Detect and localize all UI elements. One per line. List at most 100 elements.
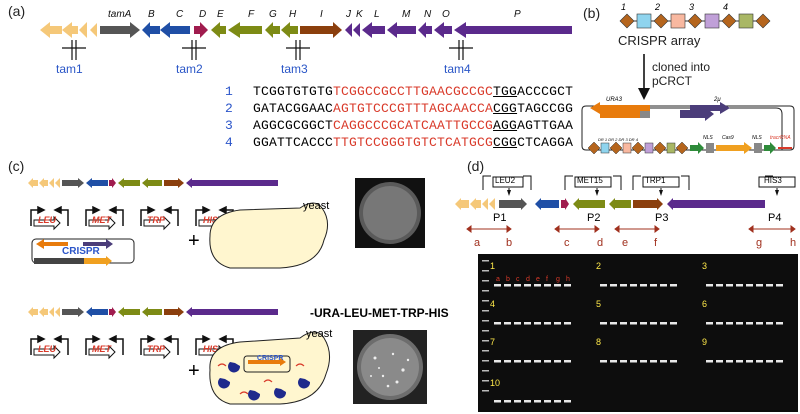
gel-band [706,360,713,363]
gel-block [494,284,571,287]
gel-band [756,322,763,325]
gene-yellow-2 [62,22,78,38]
dr-labels: DR 1 DR 2 DR 3 DR 4 [598,137,638,142]
marker-leu-bottom: LEU [38,344,56,354]
nls-label-1: NLS [703,135,713,141]
tracr-label: tracrRNA [770,135,791,141]
panel-d-map [455,175,796,210]
gel-lane-letter-b: b [506,276,510,283]
petri-dish-top [355,178,425,248]
gene-P [454,22,572,38]
plasmid-pcrct [581,102,795,155]
gene-K [353,23,360,37]
gel-band [504,322,511,325]
gel-band [746,322,753,325]
gel-band [600,284,607,287]
gel-band [620,284,627,287]
gel-block [600,360,677,363]
gel-band [544,400,551,403]
crispr-plasmid-top [31,238,135,266]
marker-met-top: MET [92,215,111,225]
gel-band [650,284,657,287]
gel-band [650,322,657,325]
gel-ladder [482,260,489,392]
gel-band [670,284,677,287]
gel-band [620,322,627,325]
marker-trp1: TRP1 [645,176,666,185]
tam-label-3: tam3 [281,62,308,76]
gene-yellow-4 [90,23,97,37]
cas9-label: Cas9 [722,135,734,141]
gene-label-D: D [199,9,207,20]
primer-letter-f: f [654,237,658,249]
primer-p2: P2 [587,212,601,224]
marker-trp-top: TRP [147,215,165,225]
tam-label-1: tam1 [56,62,83,76]
gel-block [706,322,783,325]
marker-leu-top: LEU [38,215,56,225]
gene-label-J: J [346,9,351,20]
array-number-4: 4 [723,2,729,12]
gel-band [766,360,773,363]
gel-number-3: 3 [702,261,707,271]
gel-band [706,322,713,325]
gel-lane-letter-a: a [496,276,500,283]
gel-band [706,284,713,287]
gel-lane-letter-h: h [566,276,570,283]
array-number-3: 3 [689,2,695,12]
selection-label: -URA-LEU-MET-TRP-HIS [310,306,449,320]
yeast-cell-top [209,202,328,269]
nls-label-2: NLS [752,135,762,141]
marker-his3: HIS3 [764,176,782,185]
gel-band [504,400,511,403]
gel-block [600,322,677,325]
gene-cluster-c-bottom [28,307,278,317]
gel-band [726,360,733,363]
primer-letter-b: b [506,237,513,249]
gel-block [706,360,783,363]
panel-label-c: (c) [8,158,25,174]
gel-band [544,284,551,287]
two-mu-label: 2μ [714,97,721,103]
primer-p3: P3 [655,212,669,224]
gel-band [544,360,551,363]
gel-band [716,322,723,325]
gel-band [620,360,627,363]
primer-letter-h: h [790,237,797,249]
marker-met-bottom: MET [92,344,111,354]
gel-band [756,360,763,363]
gene-M [387,22,416,38]
gel-band [494,284,501,287]
gel-band [746,284,753,287]
primer-p4: P4 [768,212,782,224]
gel-lane-letter-e: e [536,276,540,283]
primer-letter-a: a [474,237,481,249]
gel-band [554,360,561,363]
panel-label-b: (b) [583,5,601,21]
gel-band [776,284,783,287]
gel-band [716,284,723,287]
gel-band [524,322,531,325]
gel-band [736,284,743,287]
gel-band [736,322,743,325]
gel-band [766,284,773,287]
gel-band [736,360,743,363]
gel-band [630,284,637,287]
gel-band [554,284,561,287]
gel-band [554,322,561,325]
gel-band [650,360,657,363]
gene-label-N: N [424,9,432,20]
gene-label-B: B [148,9,155,20]
gene-label-K: K [356,9,363,20]
plus-sign-bottom: + [188,360,200,382]
gel-image: 1 2 3 4 5 6 7 8 9 10 a b c d e f g h [478,254,798,412]
gel-lane-letter-c: c [516,276,520,283]
gel-band [524,400,531,403]
marker-leu2: LEU2 [495,176,516,185]
gel-band [660,360,667,363]
primer-p1: P1 [493,212,507,224]
gel-band [494,322,501,325]
cloned-into-label: cloned into pCRCT [652,60,711,88]
gel-band [670,360,677,363]
primer-letter-c: c [564,237,570,249]
